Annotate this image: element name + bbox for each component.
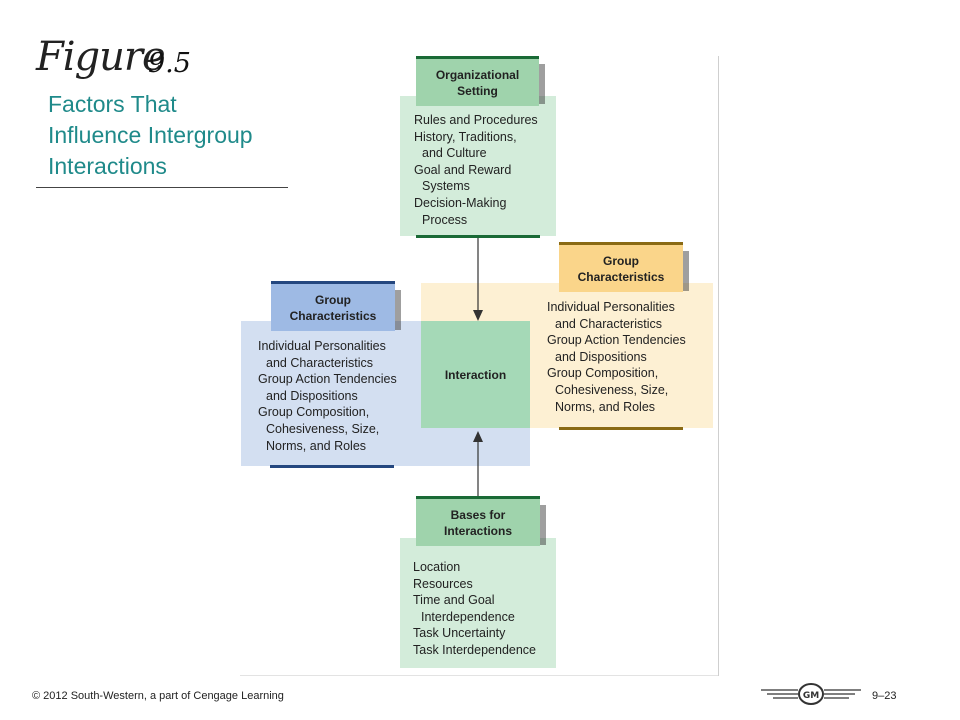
group-right-header-line: Characteristics — [577, 269, 665, 284]
title-divider — [36, 187, 288, 188]
interaction-box: Interaction — [421, 321, 530, 428]
group-right-item: Group Composition, — [547, 366, 659, 381]
bases-item: Location — [413, 560, 461, 574]
org-setting-panel — [400, 96, 556, 236]
bases-header-shadow — [540, 505, 546, 545]
figure-title-line: Factors That — [48, 91, 177, 117]
bases-item: Resources — [413, 576, 473, 591]
group-left-item: Group Action Tendencies — [258, 372, 397, 387]
group-right-bottom-rule — [559, 427, 683, 430]
group-right-header-line: Group — [603, 253, 639, 268]
org-setting-header-shadow — [539, 64, 545, 104]
org-setting-item: History, Traditions, — [414, 129, 517, 144]
group-right-item: Group Action Tendencies — [547, 333, 686, 348]
org-setting-header-line: Organizational — [435, 67, 520, 82]
group-left-item: and Dispositions — [266, 388, 358, 403]
bases-header-line: Bases for — [450, 507, 506, 522]
group-left-item: Norms, and Roles — [266, 438, 367, 453]
group-left-item: Group Composition, — [258, 405, 370, 420]
figure-title-line: Influence Intergroup — [48, 122, 253, 148]
org-setting-header-line: Setting — [457, 83, 498, 98]
org-setting-item: Decision-Making — [414, 195, 507, 210]
emblem-text: GM — [803, 691, 819, 701]
bases-item: Time and Goal — [413, 593, 495, 608]
group-left-item: and Characteristics — [266, 355, 373, 370]
group-right-item: and Dispositions — [555, 349, 647, 364]
org-setting-item: Systems — [422, 179, 470, 194]
arrow-up-to-interaction — [473, 431, 483, 496]
group-left-item: Individual Personalities — [258, 339, 386, 353]
interaction-label: Interaction — [444, 367, 507, 382]
group-right-item: and Characteristics — [555, 316, 662, 331]
group-left-header-shadow — [395, 290, 401, 330]
group-left-header: Group Characteristics — [271, 281, 395, 331]
group-right-header: Group Characteristics — [559, 242, 683, 292]
copyright-text: © 2012 South-Western, a part of Cengage … — [32, 690, 284, 702]
figure-title-line: Interactions — [48, 153, 167, 179]
winged-emblem-icon: GM — [758, 681, 864, 707]
arrow-down-to-interaction — [473, 238, 483, 321]
bases-item: Task Uncertainty — [413, 626, 506, 641]
group-right-items: Individual Personalities and Characteris… — [547, 299, 686, 415]
org-setting-items: Rules and Procedures History, Traditions… — [414, 112, 538, 228]
group-right-item: Norms, and Roles — [555, 399, 656, 414]
page-number: 9–23 — [872, 690, 897, 702]
figure-title: Factors That Influence Intergroup Intera… — [48, 89, 308, 182]
group-right-header-shadow — [683, 251, 689, 291]
bases-header: Bases for Interactions — [416, 496, 540, 546]
org-setting-header: Organizational Setting — [416, 56, 539, 106]
org-setting-item: Rules and Procedures — [414, 113, 538, 127]
org-setting-item: Process — [422, 212, 468, 227]
group-left-header-line: Characteristics — [289, 308, 377, 323]
org-setting-item: Goal and Reward — [414, 162, 512, 177]
org-setting-item: and Culture — [422, 146, 487, 161]
bases-items: Location Resources Time and Goal Interde… — [413, 559, 536, 659]
group-left-items: Individual Personalities and Characteris… — [258, 338, 397, 454]
bases-item: Interdependence — [421, 609, 515, 624]
group-right-item: Cohesiveness, Size, — [555, 382, 669, 397]
bases-panel — [400, 538, 556, 668]
bases-item: Task Interdependence — [413, 642, 537, 657]
group-left-bottom-rule — [270, 465, 394, 468]
group-right-item: Individual Personalities — [547, 300, 675, 314]
group-left-header-line: Group — [315, 292, 351, 307]
group-left-item: Cohesiveness, Size, — [266, 421, 380, 436]
figure-number: 9.5 — [148, 48, 191, 79]
diagram-frame — [240, 56, 719, 676]
org-setting-bottom-rule — [416, 235, 540, 238]
bases-header-line: Interactions — [443, 523, 512, 538]
figure-word: Figure — [36, 34, 166, 80]
